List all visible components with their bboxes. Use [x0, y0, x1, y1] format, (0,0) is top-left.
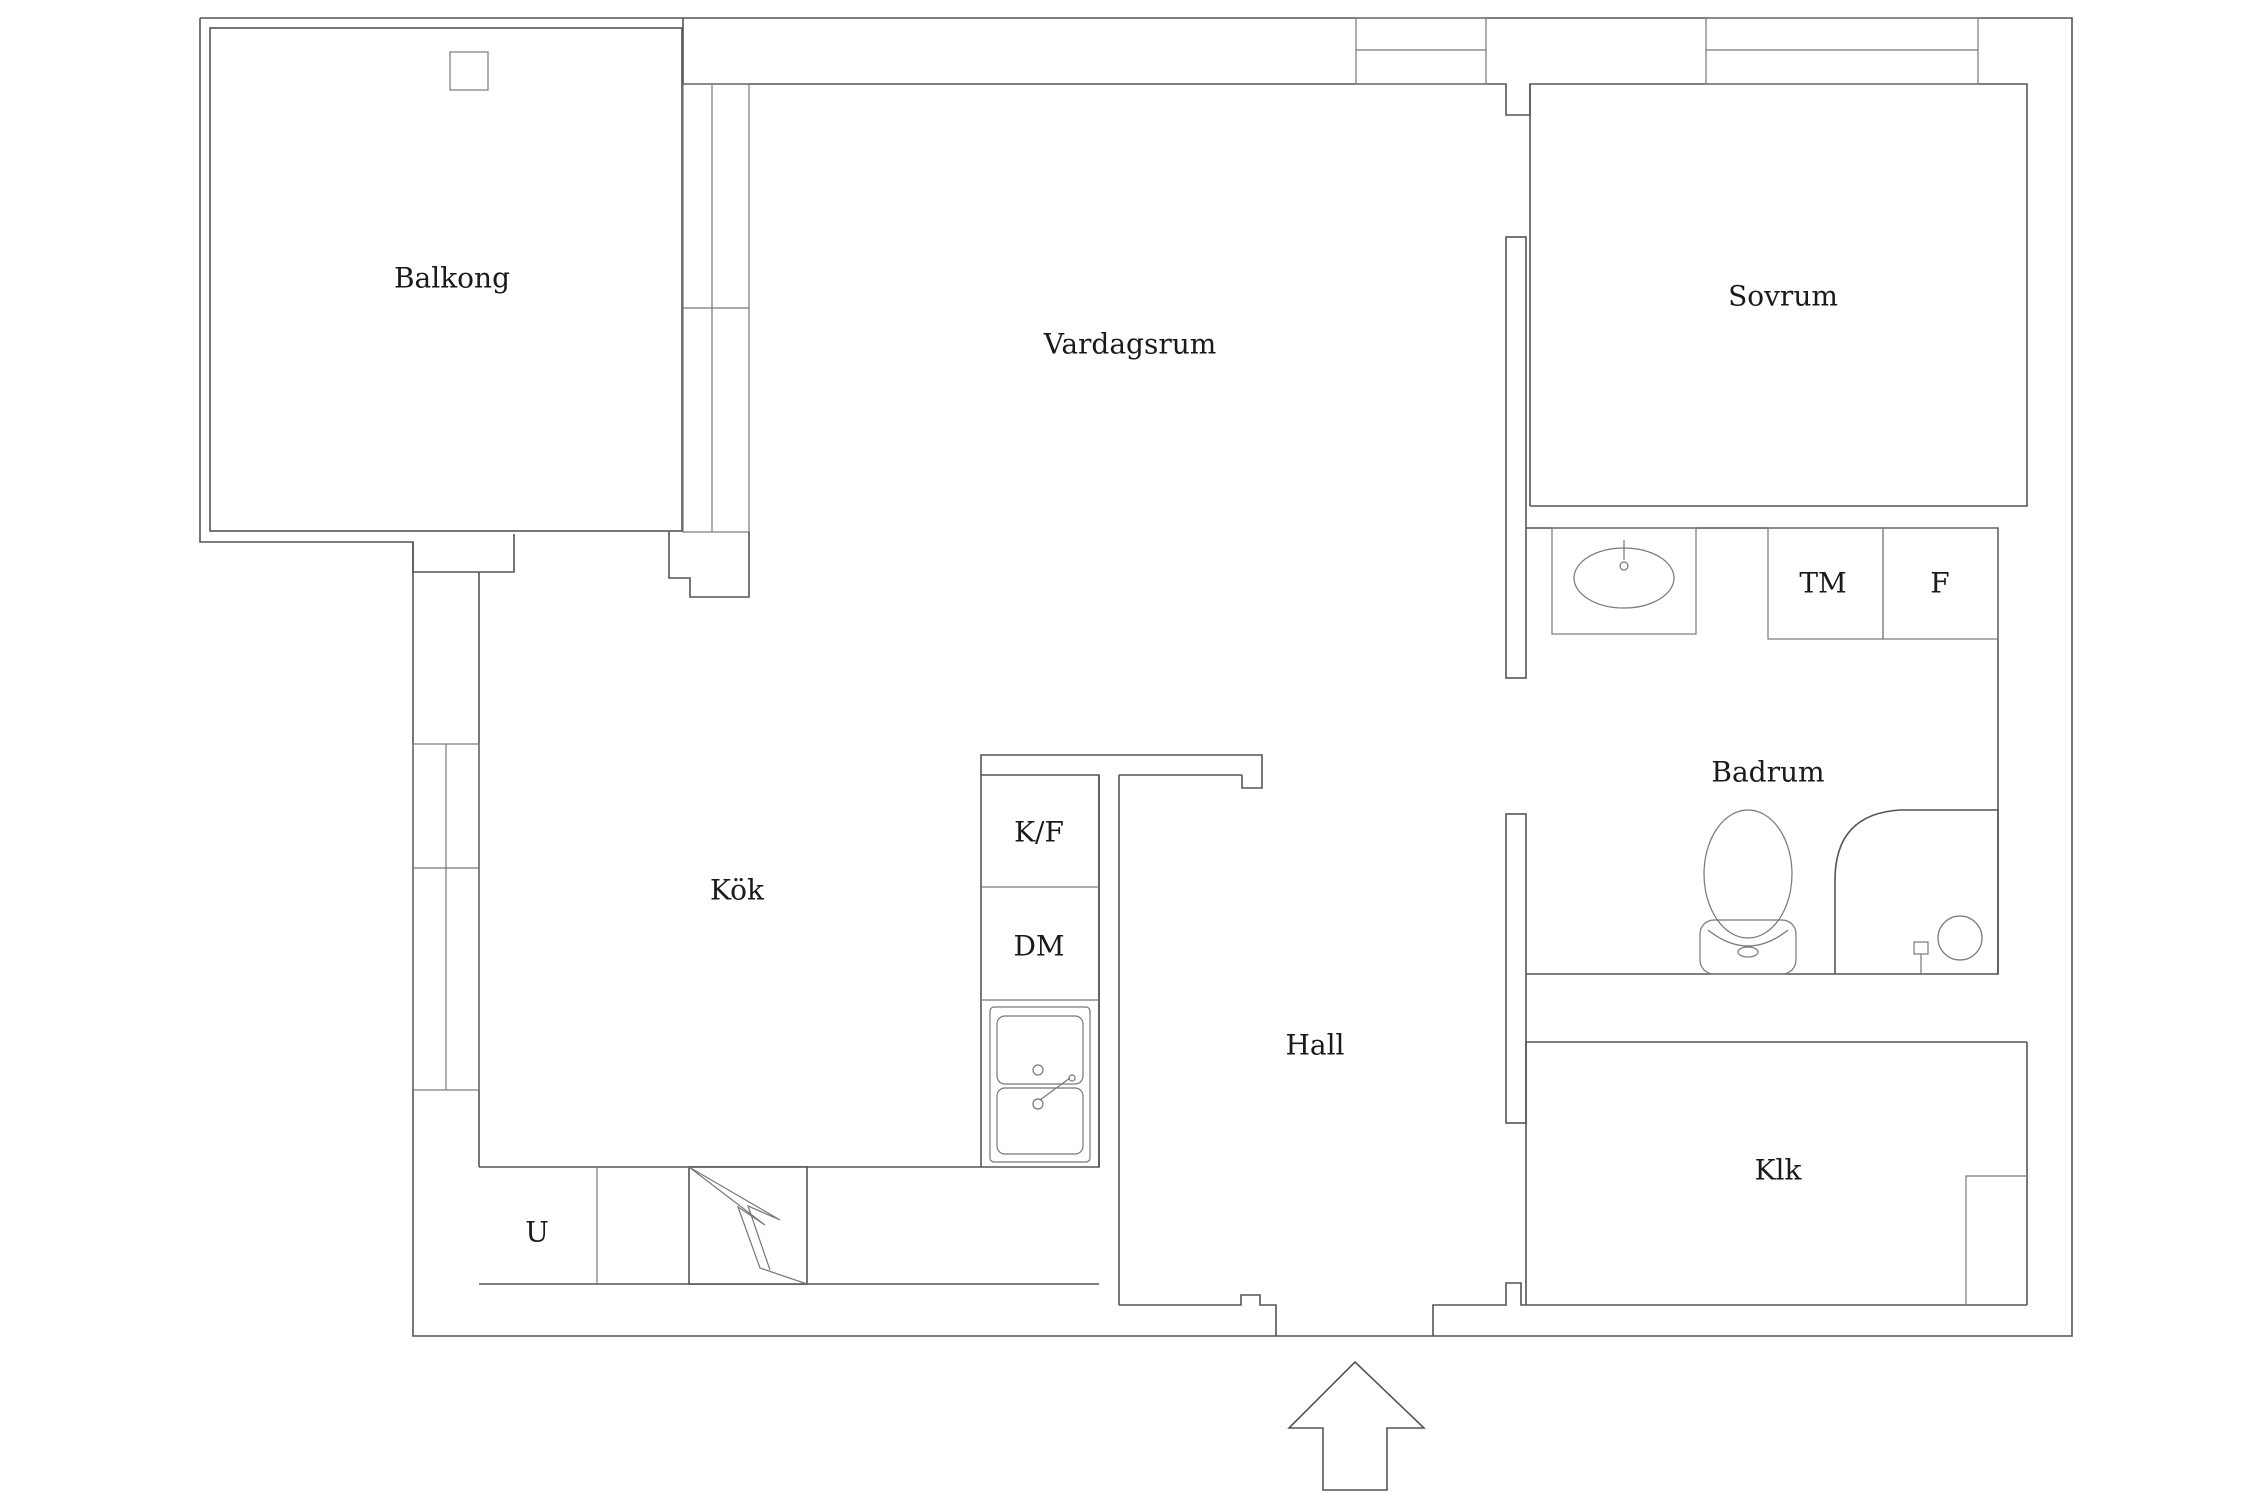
fixture-labels: TM F K/F DM U — [525, 567, 1950, 1249]
interior-partitions — [1505, 84, 2027, 1305]
shower — [1834, 809, 1999, 974]
fixture-label-u: U — [525, 1216, 549, 1249]
outer-walls — [199, 17, 2073, 1337]
balcony — [209, 27, 750, 598]
room-label-hall: Hall — [1285, 1029, 1344, 1062]
room-label-badrum: Badrum — [1711, 756, 1824, 789]
room-label-vardagsrum: Vardagsrum — [1043, 328, 1217, 361]
toilet — [1699, 809, 1797, 975]
kitchen-left-wall — [412, 572, 480, 1167]
hall-walls — [1118, 774, 2027, 1336]
room-label-kok: Kök — [710, 874, 765, 907]
room-label-klk: Klk — [1755, 1154, 1803, 1187]
stove — [688, 1166, 808, 1285]
washbasin — [1551, 527, 1697, 635]
fixture-label-dm: DM — [1013, 930, 1064, 963]
balcony-vent-icon — [449, 51, 489, 91]
room-label-sovrum: Sovrum — [1728, 280, 1838, 313]
fixture-label-kf: K/F — [1014, 816, 1064, 849]
room-label-balkong: Balkong — [394, 262, 510, 295]
fixture-label-tm: TM — [1799, 567, 1846, 600]
double-sink — [989, 1006, 1091, 1163]
kitchen-counters — [479, 754, 1263, 1285]
entrance-arrow-icon — [1287, 1360, 1426, 1491]
fixture-label-f: F — [1930, 567, 1949, 600]
room-labels: Balkong Vardagsrum Sovrum Badrum Kök Hal… — [394, 262, 1838, 1187]
